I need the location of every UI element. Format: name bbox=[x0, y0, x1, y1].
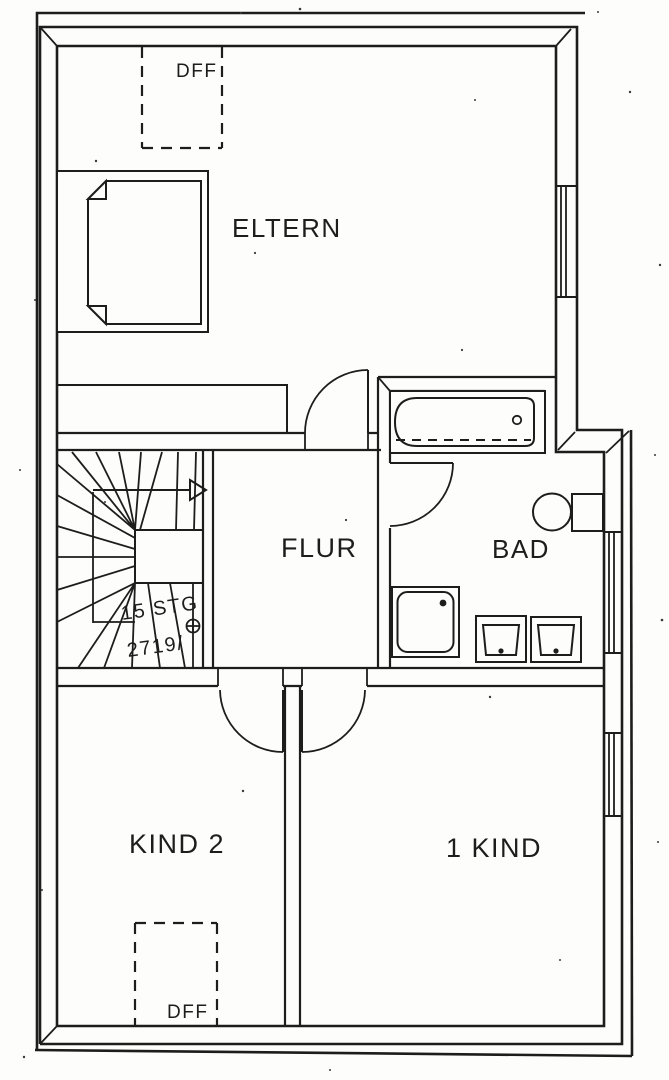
stair-core bbox=[134, 529, 204, 584]
level-marker-icon bbox=[185, 618, 201, 634]
tub-drain bbox=[511, 414, 523, 426]
shower-tray bbox=[391, 586, 460, 658]
shower-drain bbox=[439, 599, 447, 607]
room-label-flur: FLUR bbox=[281, 533, 358, 563]
roof-windows bbox=[133, 47, 224, 1025]
stair-dimension-label: 2719/ bbox=[126, 632, 186, 662]
pillow-corner-top bbox=[85, 178, 107, 200]
door-kind1 bbox=[301, 689, 366, 753]
basin-tap bbox=[553, 648, 559, 654]
window-kind1-east bbox=[604, 732, 622, 817]
room-label-kind1: 1 KIND bbox=[446, 833, 542, 863]
pillow-corner-bottom bbox=[85, 305, 107, 327]
roof-window-label-top: DFF bbox=[176, 61, 217, 82]
bathtub bbox=[389, 390, 546, 454]
windows bbox=[556, 185, 622, 817]
room-labels: ELTERN FLUR BAD KIND 2 1 KIND DFF DFF bbox=[129, 61, 550, 1023]
room-label-eltern: ELTERN bbox=[232, 213, 342, 243]
stair-steps-label: 15 STG bbox=[120, 592, 200, 625]
roof-window-label-bottom: DFF bbox=[167, 1002, 208, 1023]
winder-staircase: 15 STG 2719/ bbox=[56, 451, 208, 669]
double-bed bbox=[56, 170, 209, 333]
window-eltern-east bbox=[556, 185, 577, 298]
wc-cistern bbox=[571, 493, 604, 532]
door-kind2 bbox=[219, 689, 284, 753]
wc bbox=[532, 492, 604, 532]
room-label-bad: BAD bbox=[492, 534, 550, 564]
dff-bottom-outline bbox=[133, 921, 219, 1025]
washbasin-left bbox=[475, 615, 527, 663]
wc-bowl bbox=[532, 492, 572, 532]
scan-speckles bbox=[19, 7, 664, 1071]
washbasin-right bbox=[530, 616, 582, 663]
basin-tap bbox=[498, 648, 504, 654]
interior-walls bbox=[57, 375, 604, 1026]
window-bad-east bbox=[604, 531, 622, 654]
door-eltern bbox=[304, 369, 369, 434]
paper-border bbox=[34, 11, 634, 1058]
room-label-kind2: KIND 2 bbox=[129, 829, 225, 859]
dff-top-outline bbox=[140, 47, 224, 150]
fixtures bbox=[56, 170, 604, 663]
doors bbox=[219, 369, 454, 753]
door-bad bbox=[389, 462, 454, 527]
stair-direction-arrow bbox=[93, 478, 208, 502]
